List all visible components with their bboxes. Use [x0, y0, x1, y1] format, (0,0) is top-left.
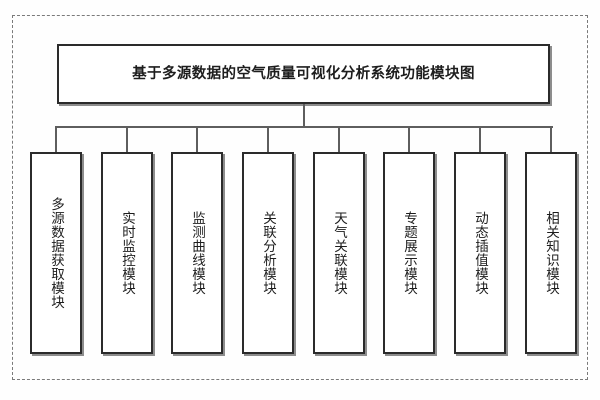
module-box-8[interactable]: 相关知识模块 [525, 152, 577, 354]
root-node-box[interactable]: 基于多源数据的空气质量可视化分析系统功能模块图 [57, 44, 550, 104]
module-box-1[interactable]: 多源数据获取模块 [30, 152, 82, 354]
connector-root-stem [303, 104, 305, 128]
connector-drop-3 [196, 126, 198, 152]
module-label-1: 多源数据获取模块 [48, 197, 65, 309]
module-box-4[interactable]: 关联分析模块 [242, 152, 294, 354]
module-box-3[interactable]: 监测曲线模块 [171, 152, 223, 354]
module-box-7[interactable]: 动态插值模块 [454, 152, 506, 354]
page-title: 基于多源数据的空气质量可视化分析系统功能模块图 [132, 64, 475, 82]
module-label-2: 实时监控模块 [119, 211, 136, 295]
connector-horizontal-bus [56, 126, 553, 128]
module-box-6[interactable]: 专题展示模块 [383, 152, 435, 354]
module-box-5[interactable]: 天气关联模块 [313, 152, 365, 354]
module-box-2[interactable]: 实时监控模块 [101, 152, 153, 354]
connector-drop-8 [550, 126, 552, 152]
module-label-4: 关联分析模块 [260, 211, 277, 295]
connector-drop-1 [55, 126, 57, 152]
module-label-5: 天气关联模块 [331, 211, 348, 295]
module-label-7: 动态插值模块 [472, 211, 489, 295]
module-label-8: 相关知识模块 [543, 211, 560, 295]
connector-drop-6 [408, 126, 410, 152]
outer-dashed-frame [12, 15, 588, 380]
connector-drop-7 [479, 126, 481, 152]
module-label-6: 专题展示模块 [401, 211, 418, 295]
connector-drop-5 [338, 126, 340, 152]
module-label-3: 监测曲线模块 [189, 211, 206, 295]
connector-drop-2 [126, 126, 128, 152]
connector-drop-4 [267, 126, 269, 152]
